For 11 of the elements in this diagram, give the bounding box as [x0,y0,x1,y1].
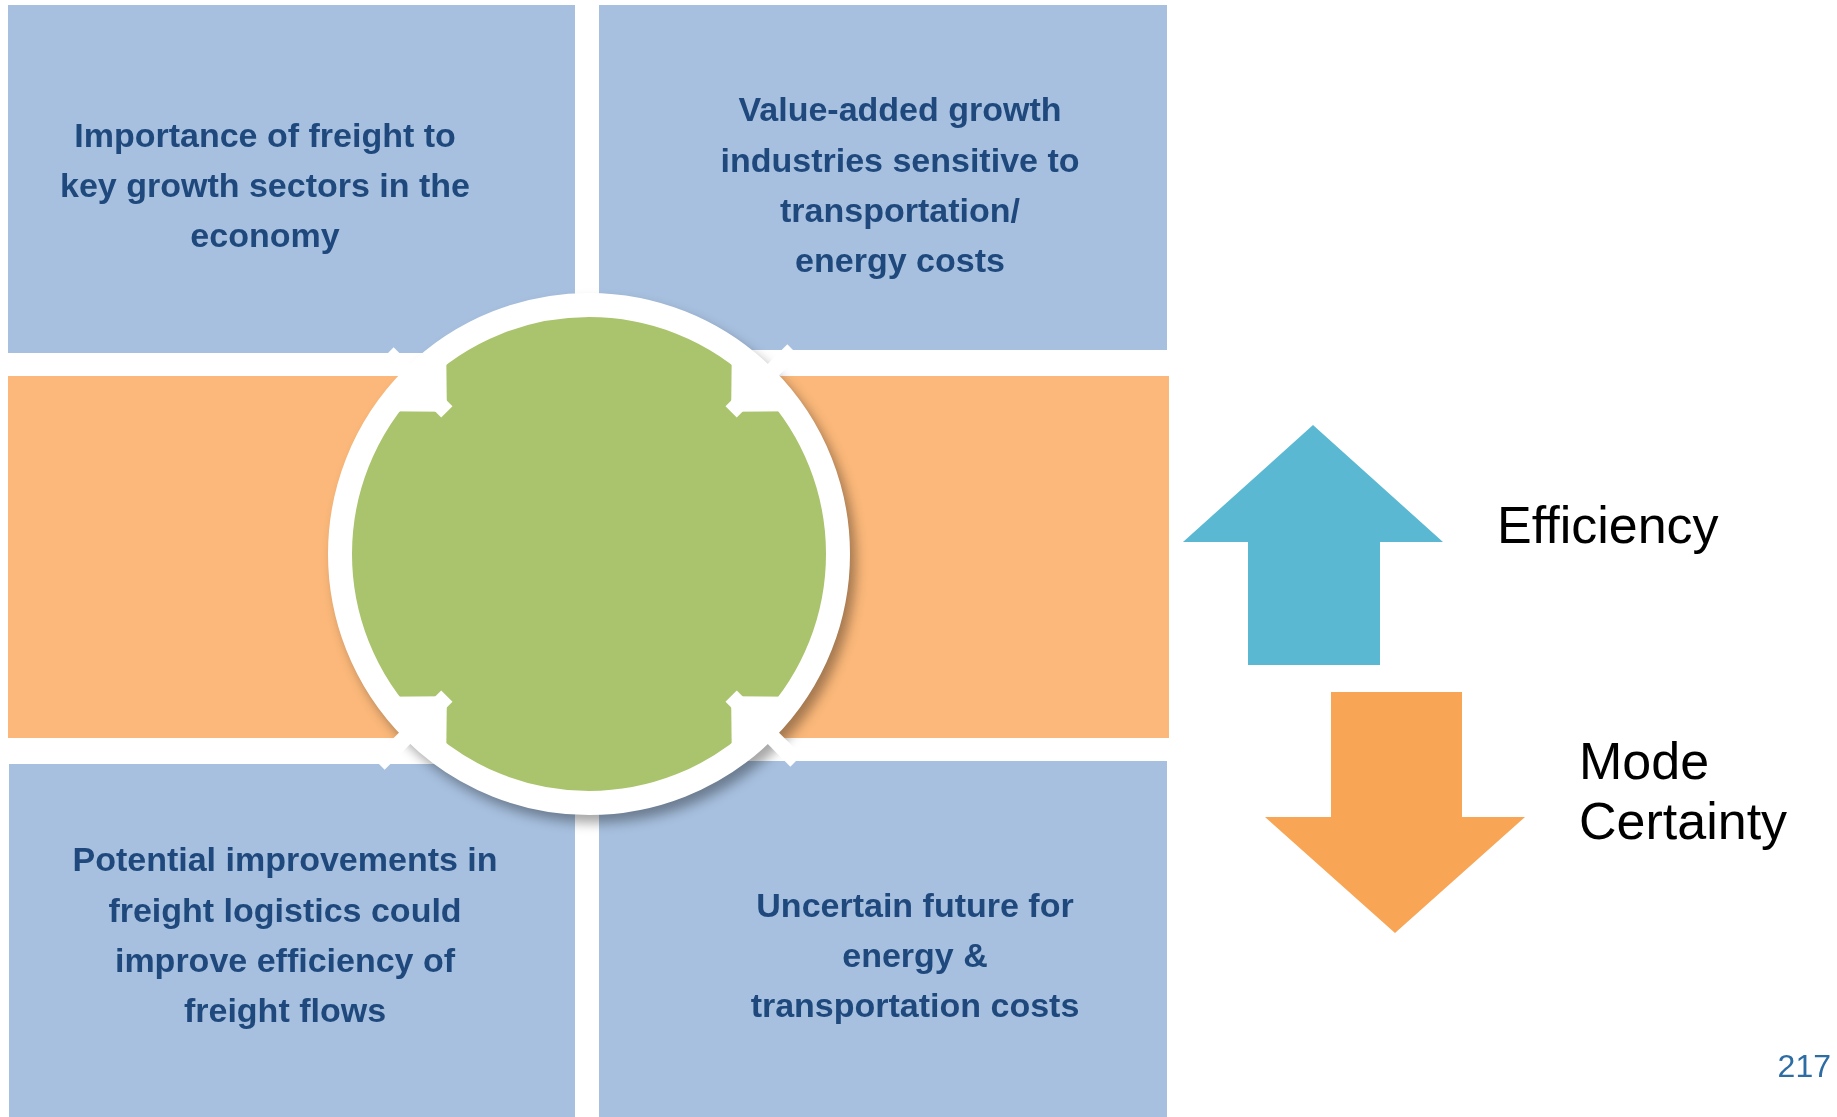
direction-label: Mode Certainty [1579,732,1789,852]
direction-label: Efficiency [1497,496,1720,556]
panel-text: Value-added growth industries sensitive to transportation/ energy costs [720,89,1080,282]
panel-text: Potential improvements in freight logistics could improve efficiency of freight flows [71,839,499,1032]
info-panel [599,761,1167,1117]
panel-text: Uncertain future for energy & transportation costs [750,884,1080,1027]
info-panel [8,5,575,353]
panel-text: Importance of freight to key growth sectors in the economy [60,114,470,257]
info-panel [599,5,1167,350]
page-number: 217 [1777,1048,1831,1085]
info-panel [9,764,575,1117]
